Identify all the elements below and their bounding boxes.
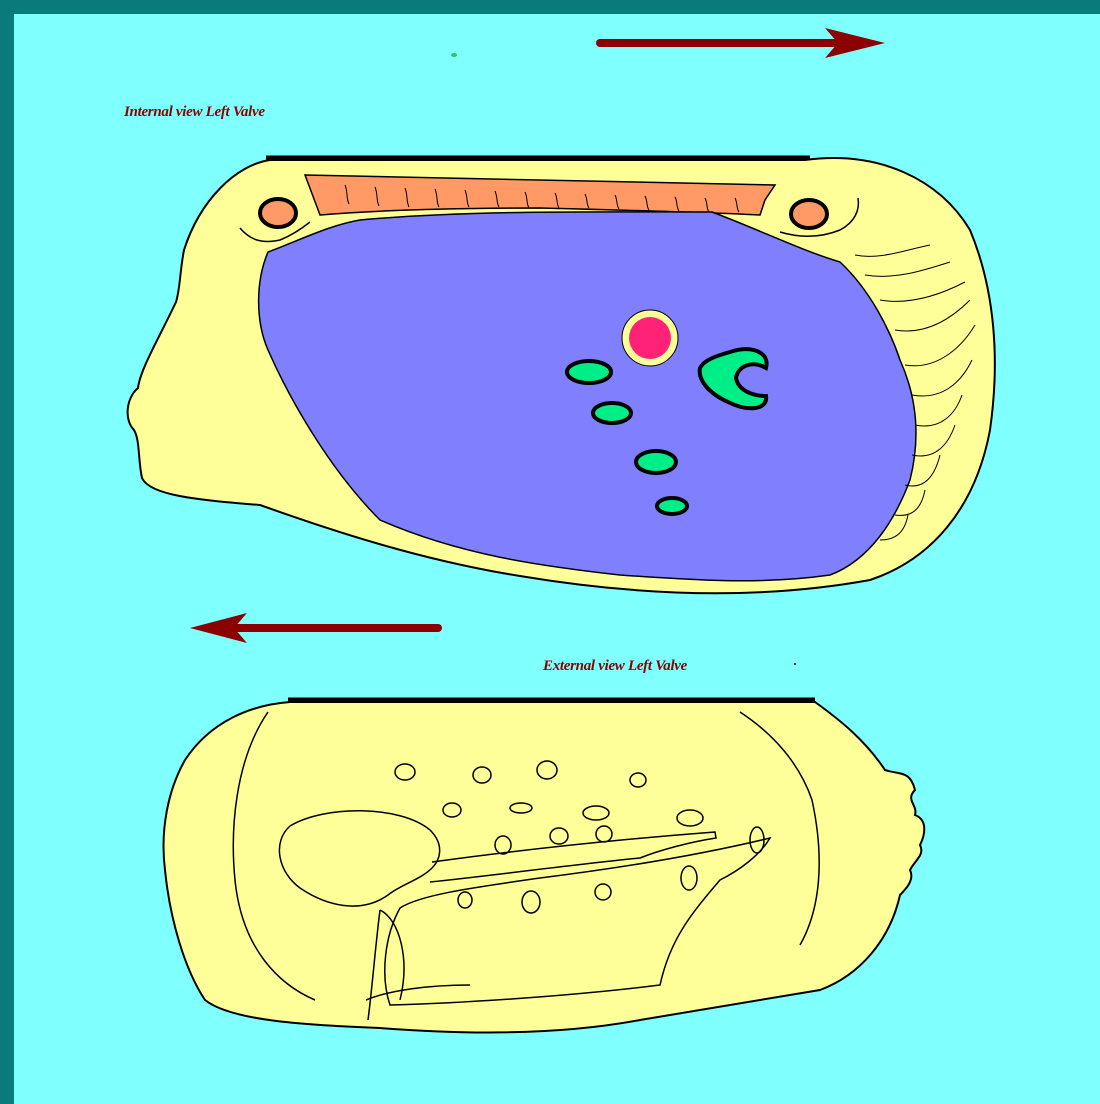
- muscle-scar-left: [260, 199, 296, 227]
- speck: [451, 53, 457, 57]
- external-shell: [164, 702, 925, 1033]
- pink-scar: [629, 317, 671, 359]
- internal-valve: [128, 158, 995, 593]
- external-valve: [164, 700, 925, 1033]
- label-external-view: External view Left Valve: [543, 658, 687, 675]
- direction-arrow-right: [600, 28, 885, 58]
- muscle-scar-right: [791, 200, 827, 228]
- label-internal-view: Internal view Left Valve: [124, 104, 265, 121]
- direction-arrow-left: [190, 613, 438, 643]
